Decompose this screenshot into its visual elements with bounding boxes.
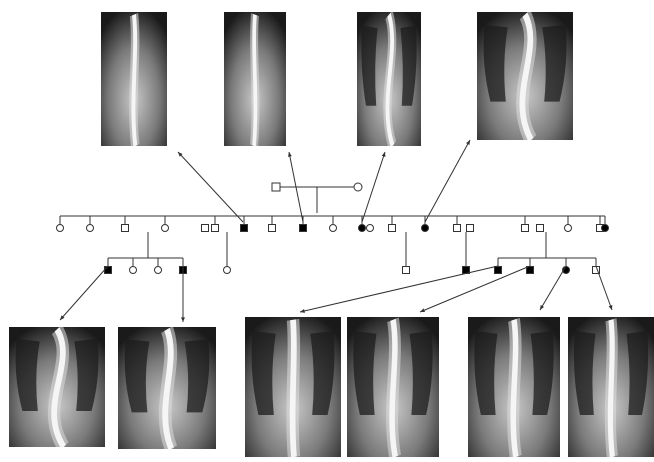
pedigree-individual-c11	[389, 225, 396, 232]
pedigree-individual-c12	[422, 225, 429, 232]
pedigree-individual-l2	[130, 267, 137, 274]
pedigree-individual-c7	[269, 225, 276, 232]
arrow-l4-head	[181, 317, 185, 322]
pedigree-individual-c5	[212, 225, 219, 232]
pedigree-individual-c5-spouse	[202, 225, 209, 232]
arrow-r3	[540, 266, 566, 310]
pedigree-individual-c9	[330, 225, 337, 232]
pedigree-individual-c9-spouse	[367, 225, 374, 232]
pedigree-individual-c13-spouse	[467, 225, 474, 232]
pedigree-individual-l1	[105, 267, 112, 274]
arrow-r2	[420, 266, 530, 312]
pedigree-individual-c10	[359, 225, 366, 232]
pedigree-individual-ra1	[403, 267, 410, 274]
pedigree-individual-F1	[272, 183, 280, 191]
arrow-c10-head	[382, 152, 386, 157]
pedigree-individual-c4	[162, 225, 169, 232]
pedigree-individual-c14	[522, 225, 529, 232]
arrow-c12	[425, 140, 470, 222]
pedigree-individual-c15	[565, 225, 572, 232]
arrow-r4	[596, 266, 612, 310]
pedigree-individual-c13	[454, 225, 461, 232]
pedigree-individual-l3	[155, 267, 162, 274]
arrow-l1	[60, 266, 108, 320]
pedigree-individual-c2	[87, 225, 94, 232]
arrow-c10	[362, 152, 385, 222]
pedigree-individual-c17	[602, 225, 609, 232]
pedigree-individual-c3	[122, 225, 129, 232]
pedigree-individual-F2	[354, 183, 362, 191]
arrow-c8-head	[288, 152, 292, 157]
pedigree-individual-c8	[300, 225, 307, 232]
pedigree-individual-r1	[495, 267, 502, 274]
arrow-r1	[300, 266, 498, 312]
pedigree-individual-c14-spouse	[537, 225, 544, 232]
arrow-r4-head	[609, 305, 613, 310]
pedigree-individual-m1	[224, 267, 231, 274]
pedigree-individual-c1	[57, 225, 64, 232]
arrow-c6	[178, 152, 243, 222]
pedigree-individual-c6	[241, 225, 248, 232]
